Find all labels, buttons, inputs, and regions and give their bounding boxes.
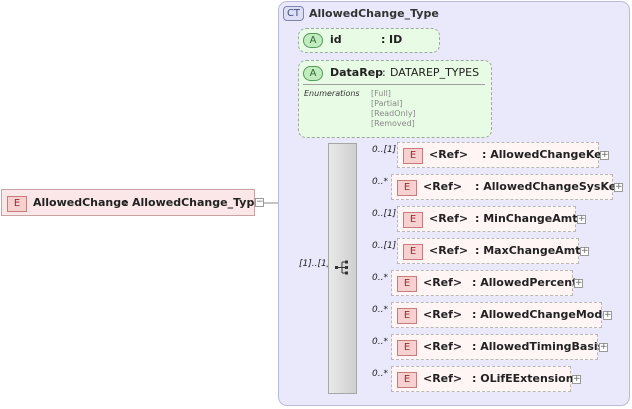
sequence-cardinality: [1]..[1] <box>299 259 331 269</box>
root-element-type: AllowedChange_Type <box>132 196 262 209</box>
expand-icon[interactable]: + <box>599 342 608 352</box>
expand-icon[interactable]: + <box>577 214 586 224</box>
cardinality-label: 0..[1] <box>372 145 397 155</box>
expand-icon[interactable]: + <box>603 310 612 320</box>
element-name: : MinChangeAmt <box>475 212 578 225</box>
element-ref: <Ref> <box>429 212 469 225</box>
element-ref: <Ref> <box>423 276 463 289</box>
element-allowed-percent[interactable]: E <Ref> : AllowedPercent <box>391 270 577 296</box>
expand-icon[interactable]: + <box>600 150 609 160</box>
cardinality-label: 0..* <box>372 177 388 187</box>
attribute-name: DataRep <box>330 66 384 79</box>
element-badge: E <box>397 372 417 388</box>
element-badge: E <box>397 180 417 196</box>
expand-icon[interactable]: + <box>614 182 623 192</box>
enum-value: [Full] <box>371 89 391 98</box>
attribute-type: ID <box>389 33 403 46</box>
attribute-sep: : <box>382 66 386 79</box>
expand-icon[interactable]: + <box>580 246 589 256</box>
element-ref: <Ref> <box>423 308 463 321</box>
element-allowed-change-sys-key[interactable]: E <Ref> : AllowedChangeSysKey <box>391 174 623 200</box>
element-ref: <Ref> <box>423 340 463 353</box>
element-ref: <Ref> <box>423 372 463 385</box>
element-ref: <Ref> <box>423 180 463 193</box>
cardinality-label: 0..* <box>372 369 388 379</box>
enumerations-caption: Enumerations <box>304 89 360 98</box>
element-name: : AllowedChangeKey <box>482 148 609 161</box>
attribute-sep: : <box>381 33 386 46</box>
enum-value: [Partial] <box>371 99 403 108</box>
element-allowed-change-key[interactable]: E <Ref> : AllowedChangeKey <box>397 142 609 168</box>
collapse-icon[interactable]: − <box>255 197 264 207</box>
complex-type-title: AllowedChange_Type <box>309 7 439 20</box>
element-allowed-change-mode[interactable]: E <Ref> : AllowedChangeMode <box>391 302 610 328</box>
element-badge: E <box>397 340 417 356</box>
root-element-sep: : <box>123 196 128 209</box>
element-name: : OLifEExtension <box>472 372 574 385</box>
cardinality-label: 0..[1] <box>372 209 397 219</box>
attribute-name: id <box>330 33 342 46</box>
element-badge: E <box>403 212 423 228</box>
attribute-badge: A <box>303 66 323 81</box>
cardinality-label: 0..[1] <box>372 241 397 251</box>
element-badge: E <box>403 244 423 260</box>
complex-type-badge: CT <box>283 6 304 21</box>
root-element-name: AllowedChange <box>33 196 129 209</box>
element-badge: E <box>7 196 27 212</box>
sequence-icon <box>335 260 348 275</box>
cardinality-label: 0..* <box>372 273 388 283</box>
element-allowed-timing-basis[interactable]: E <Ref> : AllowedTimingBasis <box>391 334 604 360</box>
cardinality-label: 0..* <box>372 305 388 315</box>
element-ref: <Ref> <box>429 148 469 161</box>
element-name: : AllowedPercent <box>472 276 578 289</box>
root-element[interactable]: E AllowedChange : AllowedChange_Type <box>1 189 262 216</box>
attribute-badge: A <box>303 33 323 48</box>
enum-value: [ReadOnly] <box>371 109 416 118</box>
element-max-change-amt[interactable]: E <Ref> : MaxChangeAmt <box>397 238 581 264</box>
attribute-type: DATAREP_TYPES <box>390 66 480 79</box>
attribute-id[interactable]: A id : ID <box>298 28 440 53</box>
expand-icon[interactable]: + <box>574 278 583 288</box>
element-name: : MaxChangeAmt <box>475 244 581 257</box>
cardinality-label: 0..* <box>372 337 388 347</box>
element-ref: <Ref> <box>429 244 469 257</box>
element-badge: E <box>397 276 417 292</box>
element-min-change-amt[interactable]: E <Ref> : MinChangeAmt <box>397 206 578 232</box>
element-name: : AllowedTimingBasis <box>472 340 605 353</box>
element-name: : AllowedChangeSysKey <box>475 180 624 193</box>
expand-icon[interactable]: + <box>572 374 581 384</box>
enum-value: [Removed] <box>371 119 415 128</box>
element-badge: E <box>403 148 423 164</box>
element-name: : AllowedChangeMode <box>472 308 610 321</box>
attribute-datarep[interactable]: A DataRep : DATAREP_TYPES Enumerations [… <box>298 60 492 138</box>
enum-divider <box>303 84 485 85</box>
element-badge: E <box>397 308 417 324</box>
element-olife-extension[interactable]: E <Ref> : OLifEExtension <box>391 366 574 392</box>
